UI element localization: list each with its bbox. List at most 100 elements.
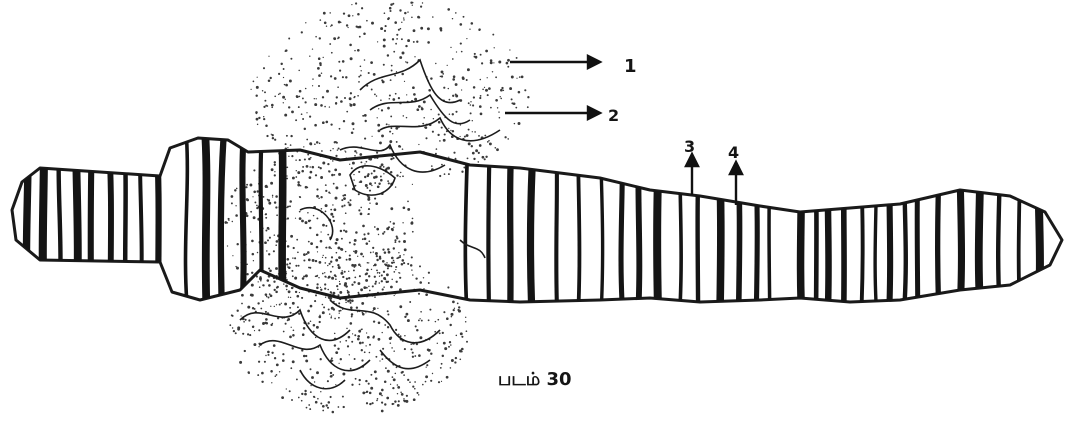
speckle-dot (392, 376, 394, 378)
speckle-dot (481, 62, 483, 64)
speckle-dot (299, 96, 301, 98)
speckle-dot (310, 242, 313, 245)
speckle-dot (466, 134, 469, 137)
speckle-dot (461, 348, 464, 351)
speckle-dot (415, 325, 417, 327)
speckle-dot (375, 281, 377, 283)
speckle-dot (351, 341, 353, 343)
speckle-dot (441, 127, 443, 129)
speckle-dot (345, 230, 348, 233)
speckle-dot (403, 206, 406, 209)
speckle-dot (275, 375, 277, 377)
speckle-dot (370, 387, 373, 390)
speckle-dot (319, 142, 321, 144)
speckle-dot (409, 381, 411, 383)
speckle-dot (324, 262, 326, 264)
speckle-dot (232, 255, 233, 256)
speckle-dot (337, 86, 339, 88)
speckle-dot (418, 354, 421, 357)
speckle-dot (364, 138, 366, 140)
chromosome-band (91, 130, 92, 320)
speckle-dot (320, 104, 323, 107)
speckle-dot (309, 166, 311, 168)
speckle-dot (479, 105, 482, 108)
speckle-dot (256, 205, 258, 207)
speckle-dot (325, 404, 327, 406)
speckle-dot (286, 289, 288, 291)
speckle-dot (365, 312, 366, 313)
speckle-dot (381, 410, 384, 413)
speckle-dot (374, 276, 376, 278)
speckle-dot (335, 260, 336, 261)
speckle-dot (366, 242, 369, 245)
speckle-dot (352, 333, 353, 334)
speckle-dot (324, 272, 325, 273)
speckle-dot (264, 241, 267, 244)
speckle-dot (335, 242, 338, 245)
speckle-dot (453, 75, 456, 78)
speckle-dot (376, 255, 378, 257)
speckle-dot (235, 332, 237, 334)
speckle-dot (343, 229, 345, 231)
speckle-dot (411, 221, 413, 223)
speckle-dot (403, 17, 404, 18)
speckle-dot (350, 92, 352, 94)
chromosome-band (26, 130, 28, 320)
speckle-dot (371, 22, 374, 25)
speckle-dot (374, 370, 377, 373)
speckle-dot (296, 95, 298, 97)
speckle-dot (362, 115, 364, 117)
speckle-dot (316, 188, 318, 190)
chromosome-band (828, 130, 830, 320)
speckle-dot (304, 101, 306, 103)
speckle-dot (322, 273, 324, 275)
speckle-dot (318, 277, 319, 278)
chromosome-band (638, 130, 640, 320)
speckle-dot (320, 289, 322, 291)
speckle-dot (487, 77, 488, 78)
speckle-dot (425, 126, 428, 129)
speckle-dot (314, 124, 317, 127)
speckle-dot (350, 104, 353, 107)
speckle-dot (392, 229, 394, 231)
speckle-dot (271, 106, 273, 108)
speckle-dot (288, 38, 290, 40)
speckle-dot (337, 289, 339, 291)
speckle-dot (252, 326, 254, 328)
speckle-dot (322, 121, 325, 124)
speckle-dot (256, 86, 259, 89)
speckle-dot (316, 287, 319, 290)
speckle-dot (335, 141, 337, 143)
speckle-dot (418, 105, 421, 108)
speckle-dot (398, 97, 400, 99)
speckle-dot (458, 306, 460, 308)
speckle-dot (291, 270, 293, 272)
speckle-dot (378, 183, 380, 185)
speckle-dot (330, 298, 332, 300)
speckle-dot (263, 67, 265, 69)
speckle-dot (312, 78, 313, 79)
speckle-dot (396, 237, 398, 239)
speckle-dot (306, 253, 308, 255)
speckle-dot (391, 70, 393, 72)
speckle-dot (484, 158, 486, 160)
speckle-dot (401, 22, 402, 23)
speckle-dot (237, 310, 239, 312)
speckle-dot (327, 163, 329, 165)
speckle-dot (472, 120, 473, 121)
speckle-dot (331, 307, 334, 310)
speckle-dot (459, 23, 462, 26)
speckle-dot (385, 367, 387, 369)
speckle-dot (338, 256, 341, 259)
speckle-dot (256, 207, 258, 209)
speckle-dot (436, 148, 438, 150)
speckle-dot (271, 104, 274, 107)
speckle-dot (407, 263, 409, 265)
speckle-dot (369, 290, 371, 292)
speckle-dot (383, 286, 385, 288)
speckle-dot (450, 367, 452, 369)
speckle-dot (322, 257, 323, 258)
speckle-dot (276, 304, 277, 305)
speckle-dot (407, 379, 409, 381)
speckle-dot (365, 380, 367, 382)
